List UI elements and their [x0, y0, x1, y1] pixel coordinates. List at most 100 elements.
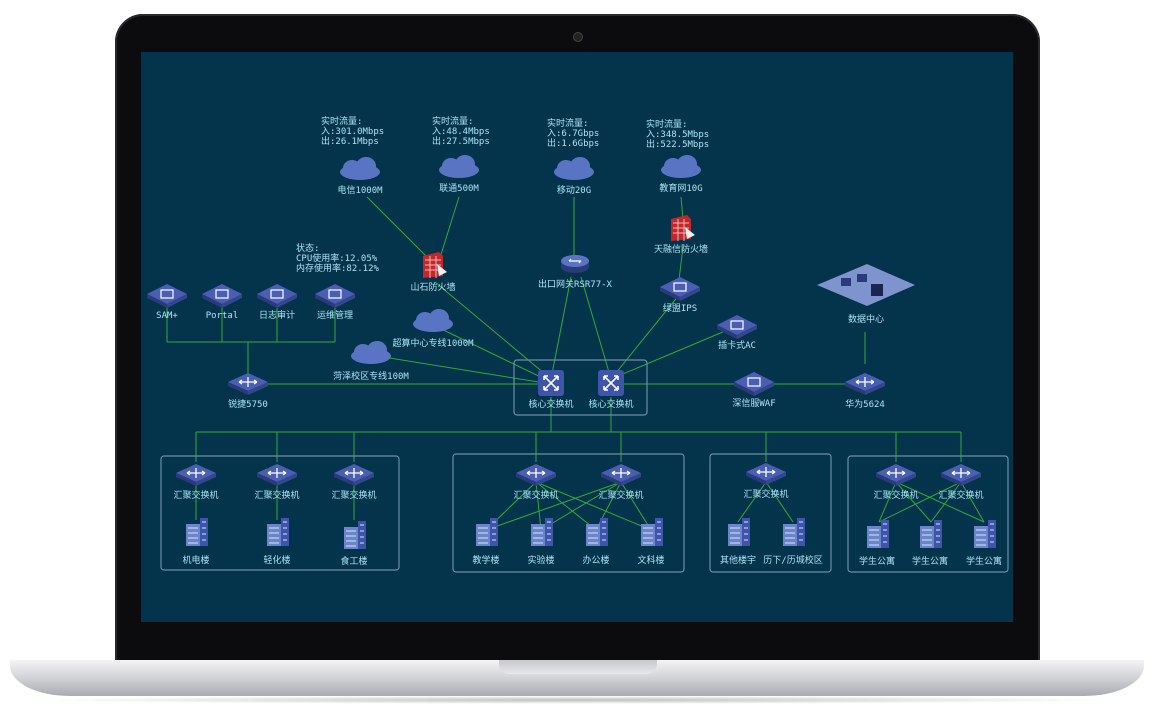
building-bangong[interactable]: 办公楼 — [582, 517, 610, 566]
core-group-box — [513, 359, 648, 416]
svg-text:入:348.5Mbps: 入:348.5Mbps — [646, 129, 709, 140]
isp-cloud-edu[interactable]: 教育网10G — [659, 155, 703, 194]
core-switch-1[interactable]: 核心交换机 — [528, 369, 574, 410]
svg-text:CPU使用率:12.05%: CPU使用率:12.05% — [296, 252, 378, 264]
svg-text:机电楼: 机电楼 — [182, 554, 209, 566]
svg-text:状态:: 状态: — [296, 242, 319, 254]
switch-huawei[interactable]: 华为5624 — [844, 372, 886, 410]
network-topology-screen: 实时流量: 入:301.0Mbps 出:26.1Mbps 实时流量: 入:48.… — [141, 52, 1013, 622]
svg-text:汇聚交换机: 汇聚交换机 — [598, 489, 643, 501]
svg-text:联通500M: 联通500M — [439, 183, 479, 194]
svg-text:实时流量:: 实时流量: — [321, 115, 362, 127]
building-dorm-3[interactable]: 学生公寓 — [966, 519, 1002, 567]
topology-diagram: 实时流量: 入:301.0Mbps 出:26.1Mbps 实时流量: 入:48.… — [146, 115, 1009, 573]
svg-text:内存使用率:82.12%: 内存使用率:82.12% — [296, 262, 380, 274]
agg-switch-g2-2[interactable]: 汇聚交换机 — [598, 463, 644, 501]
building-other[interactable]: 其他楼宇 — [720, 517, 756, 566]
waf-device[interactable]: 深信服WAF — [732, 371, 776, 409]
svg-text:出:1.6Gbps: 出:1.6Gbps — [547, 137, 599, 149]
mgmt-ops[interactable]: 运维管理 — [314, 283, 356, 321]
svg-text:入:6.7Gbps: 入:6.7Gbps — [547, 128, 599, 139]
firewall-topsec[interactable]: 天融信防火墙 — [654, 214, 708, 255]
svg-text:绿盟IPS: 绿盟IPS — [663, 302, 697, 314]
svg-text:教学楼: 教学楼 — [472, 554, 499, 566]
svg-text:教育网10G: 教育网10G — [659, 182, 702, 194]
building-dorm-2[interactable]: 学生公寓 — [912, 519, 948, 567]
ips-device[interactable]: 绿盟IPS — [659, 276, 701, 314]
agg-switch-g4-2[interactable]: 汇聚交换机 — [938, 463, 984, 501]
building-dorm-1[interactable]: 学生公寓 — [859, 519, 895, 567]
traffic-readout-2: 实时流量: 入:48.4Mbps 出:27.5Mbps — [432, 115, 490, 147]
svg-text:超算中心专线1000M: 超算中心专线1000M — [392, 337, 474, 349]
agg-switch-g1-1[interactable]: 汇聚交换机 — [173, 463, 219, 501]
building-shiyan[interactable]: 实验楼 — [527, 517, 555, 566]
cloud-supercomputing[interactable]: 超算中心专线1000M — [392, 309, 474, 349]
svg-text:核心交换机: 核心交换机 — [588, 398, 633, 410]
cloud-heze[interactable]: 菏泽校区专线100M — [333, 341, 409, 382]
laptop-shadow — [30, 696, 1124, 704]
isp-cloud-unicom[interactable]: 联通500M — [439, 155, 479, 194]
svg-text:食工楼: 食工楼 — [340, 555, 367, 567]
svg-text:日志审计: 日志审计 — [259, 309, 295, 321]
svg-text:核心交换机: 核心交换机 — [528, 398, 573, 410]
building-lixia[interactable]: 历下/历城校区 — [763, 517, 823, 566]
svg-text:其他楼宇: 其他楼宇 — [720, 554, 756, 566]
mgmt-portal[interactable]: Portal — [201, 283, 243, 321]
agg-switch-g1-3[interactable]: 汇聚交换机 — [331, 463, 377, 501]
svg-text:出:522.5Mbps: 出:522.5Mbps — [646, 138, 709, 150]
laptop-notch — [499, 660, 657, 674]
traffic-readout-1: 实时流量: 入:301.0Mbps 出:26.1Mbps — [321, 115, 384, 147]
svg-text:汇聚交换机: 汇聚交换机 — [331, 489, 376, 501]
group-box-2 — [452, 453, 685, 573]
agg-switch-g1-2[interactable]: 汇聚交换机 — [254, 463, 300, 501]
svg-text:SAM+: SAM+ — [156, 311, 178, 321]
switch-ruijie[interactable]: 锐捷5750 — [227, 372, 269, 410]
agg-switch-g3-1[interactable]: 汇聚交换机 — [743, 462, 789, 500]
firewall-hillstone[interactable]: 山石防火墙 — [410, 251, 456, 293]
svg-text:汇聚交换机: 汇聚交换机 — [743, 488, 788, 500]
building-wenke[interactable]: 文科楼 — [637, 517, 665, 566]
group-box-4 — [847, 455, 1009, 573]
svg-text:文科楼: 文科楼 — [637, 554, 664, 566]
group-box-1 — [160, 455, 400, 571]
svg-text:汇聚交换机: 汇聚交换机 — [938, 489, 983, 501]
datacenter[interactable]: 数据中心 — [817, 264, 915, 325]
mgmt-log-audit[interactable]: 日志审计 — [256, 283, 298, 321]
svg-text:山石防火墙: 山石防火墙 — [410, 281, 455, 293]
svg-text:锐捷5750: 锐捷5750 — [228, 398, 268, 410]
gateway-router[interactable]: 出口网关RSR77-X — [538, 254, 613, 290]
svg-text:电信1000M: 电信1000M — [337, 184, 383, 196]
svg-text:汇聚交换机: 汇聚交换机 — [254, 489, 299, 501]
svg-text:出:26.1Mbps: 出:26.1Mbps — [321, 135, 379, 147]
svg-text:Portal: Portal — [206, 311, 239, 321]
building-shigong[interactable]: 食工楼 — [340, 520, 368, 567]
svg-text:历下/历城校区: 历下/历城校区 — [763, 554, 822, 566]
svg-text:实时流量:: 实时流量: — [547, 117, 588, 129]
svg-text:出口网关RSR77-X: 出口网关RSR77-X — [538, 278, 613, 290]
svg-text:菏泽校区专线100M: 菏泽校区专线100M — [333, 370, 409, 382]
svg-text:华为5624: 华为5624 — [845, 398, 885, 410]
agg-switch-g2-1[interactable]: 汇聚交换机 — [513, 463, 559, 501]
camera-icon — [573, 32, 583, 42]
svg-text:轻化楼: 轻化楼 — [263, 554, 290, 566]
building-jidian[interactable]: 机电楼 — [182, 517, 210, 566]
mgmt-sam[interactable]: SAM+ — [146, 283, 188, 321]
links — [166, 196, 985, 531]
svg-text:深信服WAF: 深信服WAF — [732, 397, 775, 409]
svg-text:入:301.0Mbps: 入:301.0Mbps — [321, 126, 384, 137]
traffic-readout-4: 实时流量: 入:348.5Mbps 出:522.5Mbps — [646, 118, 709, 150]
isp-cloud-telecom[interactable]: 电信1000M — [337, 157, 383, 196]
ac-device[interactable]: 插卡式AC — [716, 314, 758, 351]
agg-switch-g4-1[interactable]: 汇聚交换机 — [873, 463, 919, 501]
building-qinghua[interactable]: 轻化楼 — [263, 517, 291, 566]
svg-text:实验楼: 实验楼 — [527, 554, 554, 566]
svg-text:实时流量:: 实时流量: — [646, 118, 687, 130]
svg-text:汇聚交换机: 汇聚交换机 — [873, 489, 918, 501]
svg-text:汇聚交换机: 汇聚交换机 — [513, 489, 558, 501]
svg-text:入:48.4Mbps: 入:48.4Mbps — [432, 126, 490, 137]
svg-text:插卡式AC: 插卡式AC — [718, 339, 756, 351]
svg-text:办公楼: 办公楼 — [582, 554, 609, 566]
isp-cloud-mobile[interactable]: 移动20G — [554, 157, 594, 196]
core-switch-2[interactable]: 核心交换机 — [588, 369, 634, 410]
building-jiaoxue[interactable]: 教学楼 — [472, 517, 500, 566]
